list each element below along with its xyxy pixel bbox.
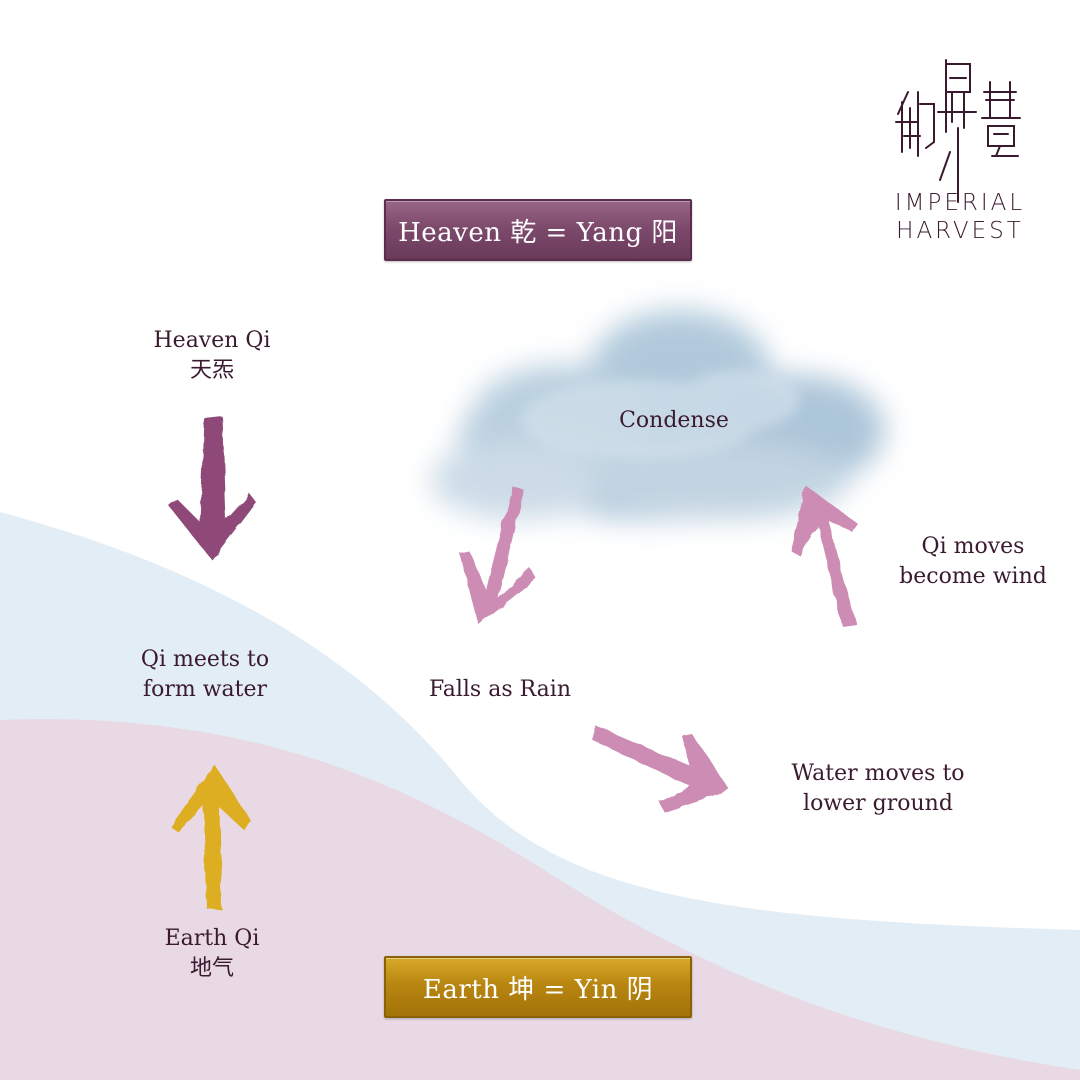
heaven-qi-label: Heaven Qi 天炁 xyxy=(132,326,292,386)
water-moves-line1: Water moves to xyxy=(791,761,965,786)
heaven-yang-banner: Heaven 乾 = Yang 阳 xyxy=(384,199,692,261)
heaven-yang-text: Heaven 乾 = Yang 阳 xyxy=(398,217,678,248)
wind-arrow xyxy=(790,486,858,626)
qi-moves-line1: Qi moves xyxy=(921,534,1025,559)
earth-yin-text: Earth 坤 = Yin 阴 xyxy=(422,974,654,1005)
rain-arrow xyxy=(460,486,536,624)
qi-meets-water-label: Qi meets to form water xyxy=(120,645,290,705)
earth-qi-arrow xyxy=(170,764,252,910)
falls-rain-text: Falls as Rain xyxy=(428,677,572,702)
heaven-qi-label-zh: 天炁 xyxy=(189,358,234,383)
heaven-qi-arrow xyxy=(168,416,256,560)
water-moves-line2: lower ground xyxy=(803,791,953,816)
qi-meets-line2: form water xyxy=(142,677,268,702)
earth-yin-banner: Earth 坤 = Yin 阴 xyxy=(384,956,692,1018)
qi-moves-wind-label: Qi moves become wind xyxy=(888,532,1058,592)
brand-name-line1: IMPERIAL xyxy=(894,190,1026,216)
pink-ground-shape xyxy=(0,719,1080,1080)
falls-rain-label: Falls as Rain xyxy=(410,675,590,705)
condense-text: Condense xyxy=(619,408,729,433)
qi-meets-line1: Qi meets to xyxy=(140,647,270,672)
earth-qi-label: Earth Qi 地气 xyxy=(132,924,292,984)
earth-qi-label-zh: 地气 xyxy=(189,956,234,981)
condense-label: Condense xyxy=(594,406,754,436)
earth-qi-label-en: Earth Qi xyxy=(164,926,260,951)
brand-name-line2: HARVEST xyxy=(896,218,1024,244)
qi-moves-line2: become wind xyxy=(899,564,1047,589)
water-arrow xyxy=(592,726,730,812)
heaven-qi-label-en: Heaven Qi xyxy=(153,328,271,353)
imperial-harvest-logo-mark xyxy=(895,59,1021,203)
water-moves-label: Water moves to lower ground xyxy=(780,759,976,819)
